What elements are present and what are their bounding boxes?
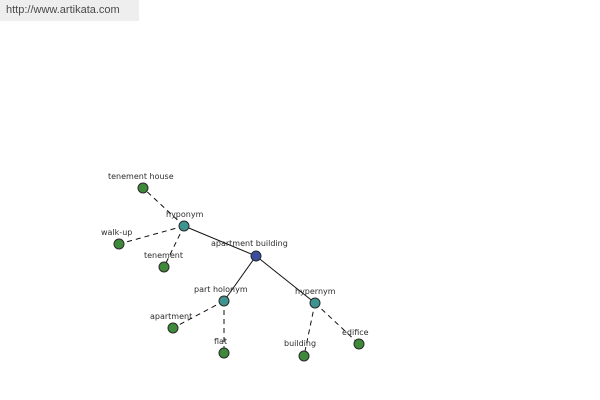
- node-tenement-house[interactable]: [137, 182, 149, 194]
- node-label-flat: flat: [214, 337, 227, 346]
- source-url-bar: http://www.artikata.com: [0, 0, 139, 21]
- edge-hyponym-to-tenement-house: [142, 187, 185, 227]
- node-label-hypernym: hypernym: [295, 287, 336, 296]
- node-label-apartment-building: apartment building: [211, 239, 288, 248]
- node-walk-up[interactable]: [113, 238, 125, 250]
- source-url-text[interactable]: http://www.artikata.com: [6, 4, 120, 16]
- node-hypernym[interactable]: [309, 297, 321, 309]
- edge-hyponym-to-walk-up: [118, 225, 185, 245]
- edge-hyponym-to-tenement: [163, 225, 185, 268]
- node-hyponym[interactable]: [178, 220, 190, 232]
- node-label-edifice: edifice: [342, 328, 369, 337]
- edge-apartment-building-to-part-holonym: [223, 255, 257, 302]
- node-label-hyponym: hyponym: [166, 210, 204, 219]
- node-building[interactable]: [298, 350, 310, 362]
- node-apartment[interactable]: [167, 322, 179, 334]
- nodes-layer: [113, 182, 365, 362]
- node-label-part-holonym: part holonym: [194, 285, 248, 294]
- node-flat[interactable]: [218, 347, 230, 359]
- edge-hypernym-to-edifice: [314, 302, 360, 345]
- node-apartment-building[interactable]: [250, 250, 262, 262]
- node-label-building: building: [284, 339, 316, 348]
- edge-apartment-building-to-hyponym: [183, 225, 257, 257]
- edges-layer: [118, 187, 360, 357]
- node-label-tenement: tenement: [144, 251, 183, 260]
- edge-apartment-building-to-hypernym: [255, 255, 316, 304]
- node-edifice[interactable]: [353, 338, 365, 350]
- edge-hypernym-to-building: [303, 302, 316, 357]
- node-label-walk-up: walk-up: [101, 228, 132, 237]
- node-label-tenement-house: tenement house: [108, 172, 174, 181]
- edge-part-holonym-to-apartment: [172, 300, 225, 329]
- node-part-holonym[interactable]: [218, 295, 230, 307]
- labels-layer: apartment building hyponym part holonym hyp…: [101, 172, 369, 348]
- node-label-apartment: apartment: [150, 312, 192, 321]
- node-tenement[interactable]: [158, 261, 170, 273]
